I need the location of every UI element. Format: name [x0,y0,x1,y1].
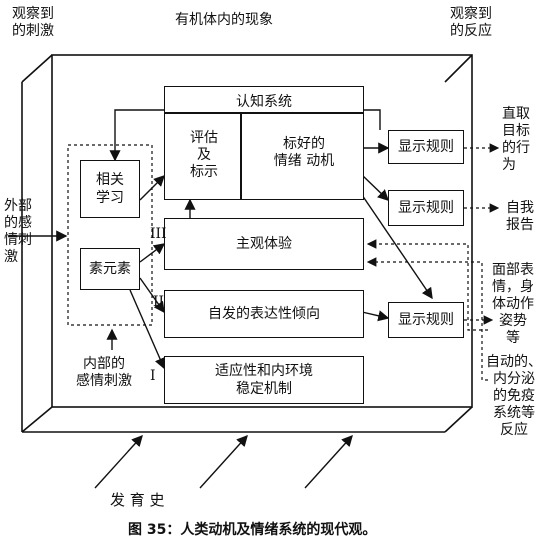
development-history-label: 发 育 史 [110,491,165,509]
observed-stimulus-label: 观察到 的刺激 [12,6,54,39]
cognitive-system-title: 认知系统 [236,94,292,110]
cognitive-system-box: 认知系统 [164,86,364,200]
display-rule-3: 显示规则 [388,302,464,338]
observed-response-label: 观察到 的反应 [450,6,492,39]
related-learning-box: 相关 学习 [80,160,140,218]
self-report-label: 自我 报告 [506,200,534,233]
level-i: I [150,368,156,384]
adaptive-mechanism-box: 适应性和内环境 稳定机制 [164,356,364,404]
appraisal-label: 评估 及 标示 [190,130,218,180]
display-rule-1: 显示规则 [388,130,464,164]
expressive-tendency-box: 自发的表达性倾向 [164,290,364,338]
display-rule-2: 显示规则 [388,190,464,226]
directed-behavior-label: 直取 目标 的行 为 [502,106,530,173]
figure-caption: 图 35：人类动机及情绪系统的现代观。 [128,522,377,538]
level-ii: II [153,294,165,310]
organism-frame [21,54,473,433]
level-iii: III [150,226,167,242]
preference-label: 标好的 情绪 动机 [273,136,335,169]
facial-expression-label: 面部表 情，身 体动作 姿势 等 [492,262,534,346]
subjective-experience-box: 主观体验 [164,218,364,270]
primitives-box: 素元素 [80,248,140,290]
internal-stimulus-label: 内部的 感情刺激 [76,356,132,389]
organism-phenomena-title: 有机体内的现象 [175,12,273,28]
learning-region [67,144,153,326]
autonomic-response-label: 自动的、 内分泌 的免疫 系统等 反应 [486,354,542,438]
external-stimulus-label: 外部 的感 情刺 激 [4,198,32,265]
